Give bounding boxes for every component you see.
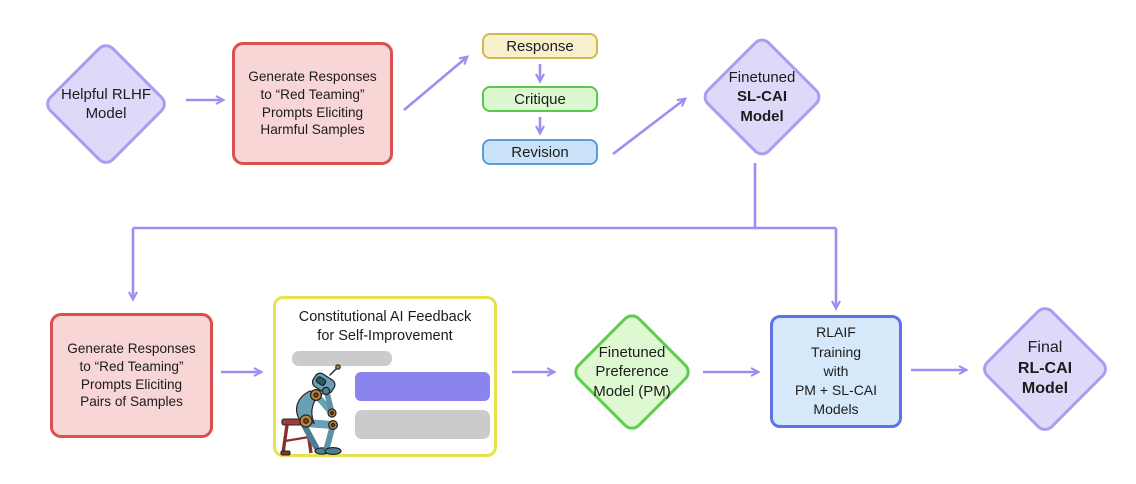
node-finetuned-preference-model: Finetuned Preference Model (PM) [569,309,695,435]
label-line: Final [1027,338,1063,356]
label-line: Finetuned [598,343,666,361]
node-cai-feedback: Constitutional AI Feedback for Self-Impr… [273,296,497,457]
label-line: SL-CAI [737,88,787,106]
chat-bubble-purple-response [355,372,490,401]
node-label: Helpful RLHF Model [41,39,171,169]
label-line: to “Red Teaming” [260,86,365,102]
node-label: Final RL-CAI Model [978,302,1112,436]
cai-feedback-title: Constitutional AI Feedback for Self-Impr… [276,308,494,345]
label-line: Generate Responses [67,340,196,356]
node-generate-pairs-of-samples: Generate Responses to “Red Teaming” Prom… [50,313,213,438]
card-label: Revision [511,143,569,161]
label-line: Helpful RLHF [60,85,152,103]
node-critique-card: Critique [482,86,598,112]
thinker-robot-illustration [280,364,342,456]
node-helpful-rlhf-model: Helpful RLHF Model [41,39,171,169]
node-revision-card: Revision [482,139,598,165]
label-line: PM + SL-CAI [794,382,878,399]
card-label: Critique [514,90,566,108]
title-line: Constitutional AI Feedback [298,309,472,325]
label-line: Harmful Samples [260,122,365,138]
label-line: RL-CAI [1017,359,1073,377]
chat-bubble-gray-prompt [292,351,392,366]
label-line: Model [85,105,127,122]
label-line: RLAIF [816,324,856,341]
card-label: Response [506,37,574,55]
node-rlaif-training: RLAIF Training with PM + SL-CAI Models [770,315,902,428]
label-line: Pairs of Samples [80,394,183,410]
label-line: Prompts Eliciting [261,104,364,120]
label-line: Prompts Eliciting [80,376,183,392]
label-line: Model [1021,380,1069,398]
label-line: Model [740,107,784,125]
label-line: Generate Responses [248,68,377,84]
title-line: for Self-Improvement [317,327,453,344]
label-line: Training [810,343,862,360]
chat-bubble-gray-response [355,410,490,439]
label-line: Finetuned [728,68,796,86]
node-response-card: Response [482,33,598,59]
edge-revision-to-sl-cai [612,97,688,156]
node-label: Finetuned SL-CAI Model [698,33,826,161]
node-label: Finetuned Preference Model (PM) [569,309,695,435]
node-generate-harmful-samples: Generate Responses to “Red Teaming” Prom… [232,42,393,165]
label-line: to “Red Teaming” [79,358,184,374]
label-line: Preference [595,363,669,381]
label-line: Models [813,401,859,418]
node-final-rl-cai-model: Final RL-CAI Model [978,302,1112,436]
node-finetuned-sl-cai-model: Finetuned SL-CAI Model [698,33,826,161]
edge-generate-harmful-to-response [403,55,470,111]
label-line: with [823,362,849,379]
label-line: Model (PM) [593,382,671,400]
